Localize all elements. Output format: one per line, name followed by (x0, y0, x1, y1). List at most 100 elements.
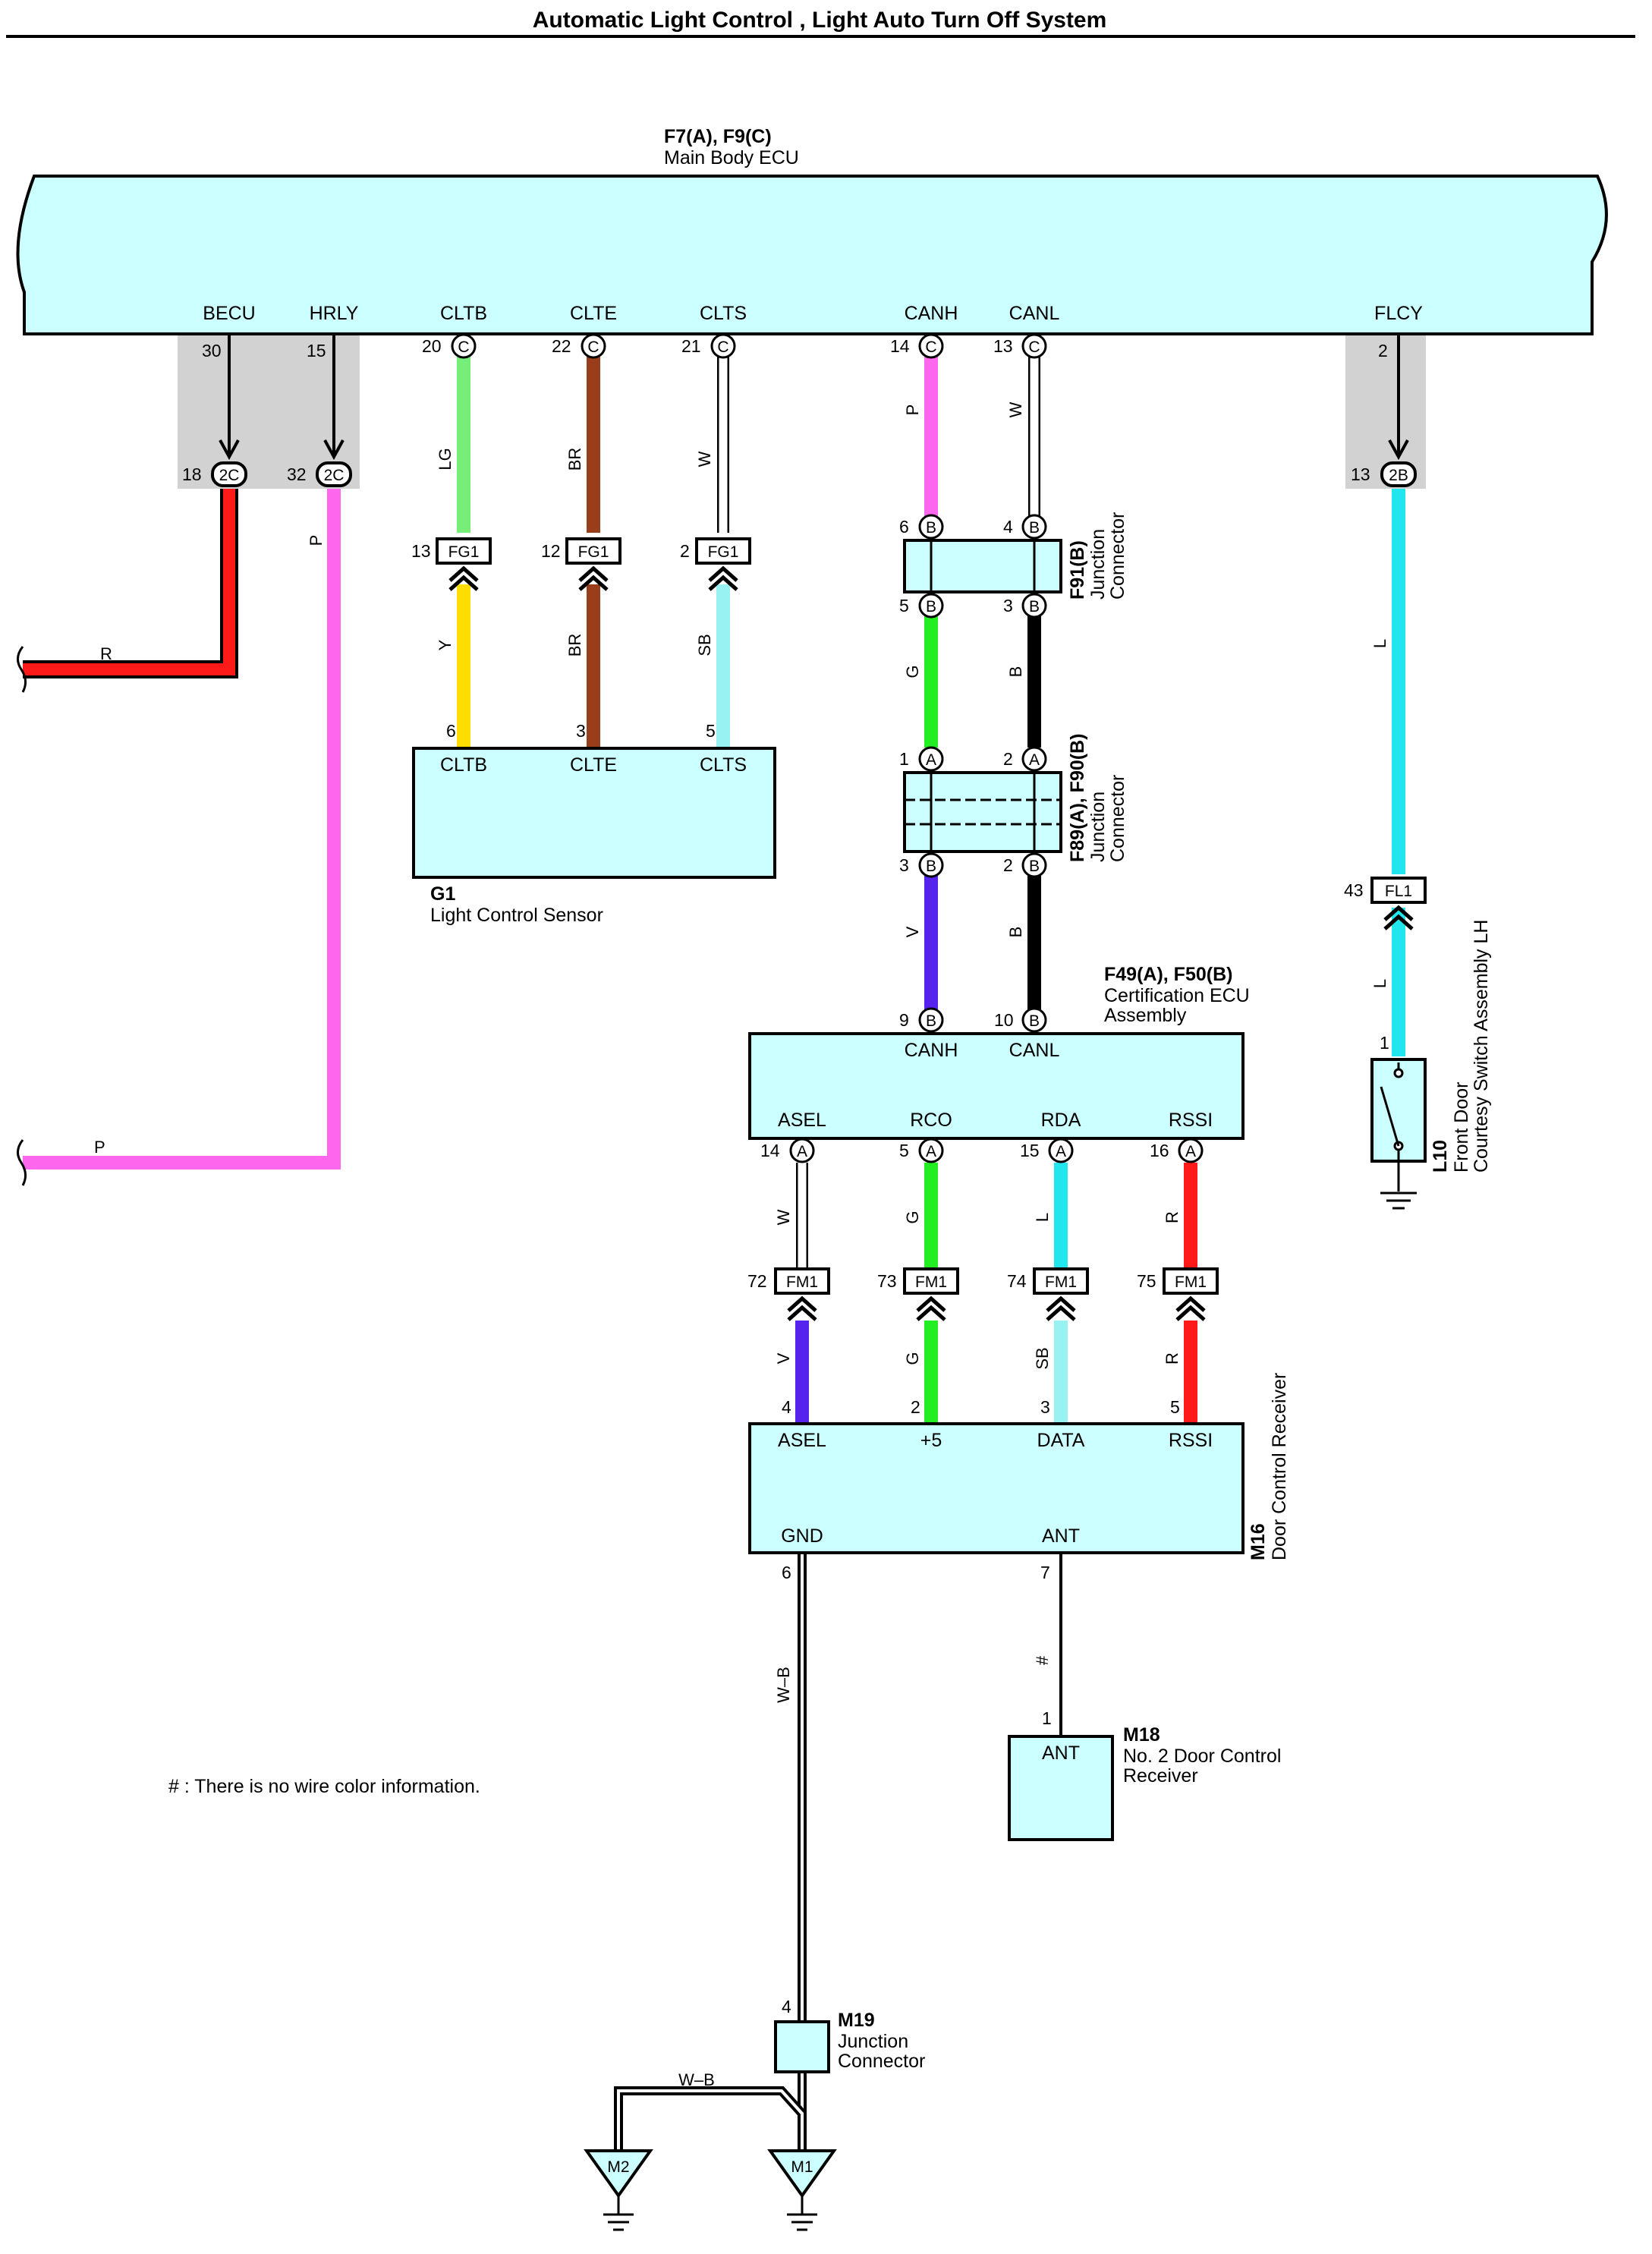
svg-text:W–B: W–B (774, 1667, 793, 1703)
svg-text:73: 73 (877, 1271, 897, 1291)
svg-text:G: G (903, 1210, 922, 1223)
svg-text:FM1: FM1 (1175, 1273, 1207, 1291)
svg-text:14: 14 (890, 336, 910, 356)
svg-text:M19: M19 (838, 2010, 875, 2031)
svg-text:Connector: Connector (838, 2051, 925, 2072)
cert-ecu-name: Certification ECU (1104, 985, 1250, 1006)
svg-text:CANH: CANH (905, 1040, 958, 1061)
svg-text:Junction: Junction (838, 2031, 908, 2052)
ecu-circle-connectors: C 20 C 22 C 21 C 14 C 13 (422, 333, 1047, 359)
connector-2b (1380, 461, 1417, 487)
svg-text:L: L (1370, 639, 1389, 648)
svg-text:Y: Y (436, 639, 455, 650)
svg-text:V: V (774, 1352, 793, 1364)
svg-text:C: C (587, 338, 599, 356)
ecu-pin-canh: CANH (905, 303, 958, 324)
door-control-receiver-box (748, 1422, 1245, 1554)
wire-break-mark (17, 1139, 27, 1186)
f89-junction-connector: A 1 A 2 B 3 B 2 F89(A), F90(B) Junction … (899, 734, 1128, 878)
svg-text:13: 13 (411, 541, 431, 561)
svg-text:3: 3 (1040, 1397, 1050, 1417)
wire-color-hrly: P (94, 1138, 105, 1157)
ecu-pin-becu: BECU (203, 303, 255, 324)
ecu-pin-canl: CANL (1009, 303, 1060, 324)
svg-text:No. 2 Door Control: No. 2 Door Control (1123, 1746, 1281, 1767)
svg-text:2: 2 (911, 1397, 920, 1417)
svg-text:FG1: FG1 (448, 543, 480, 561)
svg-text:RCO: RCO (910, 1110, 952, 1131)
svg-text:22: 22 (552, 336, 571, 356)
g1-pin-cltb: CLTB (440, 754, 487, 776)
svg-text:DATA: DATA (1037, 1430, 1085, 1451)
svg-text:B: B (1029, 858, 1040, 875)
svg-text:74: 74 (1007, 1271, 1027, 1291)
svg-text:SB: SB (695, 634, 714, 656)
svg-text:6: 6 (899, 517, 909, 537)
svg-text:B: B (926, 858, 936, 875)
svg-text:2: 2 (1003, 749, 1013, 769)
svg-text:RDA: RDA (1041, 1110, 1081, 1131)
svg-text:43: 43 (1344, 880, 1364, 900)
m16-name: Door Control Receiver (1269, 1373, 1290, 1560)
ground-symbol-icon (1380, 1192, 1417, 1210)
pin-num: 6 (446, 721, 456, 741)
main-ecu-name: Main Body ECU (664, 147, 799, 168)
svg-text:B: B (1006, 927, 1025, 938)
pin-num: 18 (182, 464, 202, 484)
m19-junction-connector: 4 M19 Junction Connector (774, 1997, 925, 2073)
svg-text:B: B (1029, 519, 1040, 537)
svg-text:P: P (307, 535, 326, 546)
svg-text:6: 6 (782, 1563, 791, 1582)
ecu-pin-clte: CLTE (570, 303, 617, 324)
pin-num: 2 (1378, 341, 1388, 360)
ground-point-m1: M1 (767, 2149, 837, 2231)
svg-text:72: 72 (747, 1271, 767, 1291)
svg-text:1: 1 (1042, 1708, 1052, 1728)
pin-num: 32 (287, 464, 307, 484)
svg-text:M1: M1 (791, 2158, 813, 2176)
svg-text:B: B (926, 519, 936, 537)
svg-text:3: 3 (899, 855, 909, 875)
svg-text:Courtesy Switch Assembly LH: Courtesy Switch Assembly LH (1471, 920, 1492, 1173)
svg-text:C: C (925, 338, 936, 356)
svg-text:+5: +5 (920, 1430, 942, 1451)
svg-text:9: 9 (899, 1010, 909, 1030)
svg-text:Connector: Connector (1107, 775, 1128, 862)
svg-text:L: L (1033, 1213, 1052, 1222)
svg-text:A: A (926, 751, 936, 769)
svg-text:A: A (926, 1143, 936, 1160)
wires (23, 357, 1405, 2149)
svg-text:L10: L10 (1430, 1140, 1451, 1173)
svg-text:F89(A), F90(B): F89(A), F90(B) (1067, 734, 1088, 862)
svg-text:W: W (1006, 401, 1025, 417)
svg-text:C: C (1028, 338, 1040, 356)
cert-ecu-name-2: Assembly (1104, 1005, 1187, 1026)
svg-text:21: 21 (681, 336, 701, 356)
certification-ecu-box (748, 1032, 1245, 1140)
junction-block-2b (1345, 335, 1426, 489)
connector-2c (211, 461, 247, 487)
g1-code: G1 (430, 883, 455, 905)
svg-text:2: 2 (1003, 855, 1013, 875)
svg-text:FM1: FM1 (915, 1273, 947, 1291)
svg-text:5: 5 (899, 1141, 909, 1160)
wire-break-mark (17, 646, 27, 693)
ecu-pin-clts: CLTS (700, 303, 747, 324)
no2-door-control-receiver: 1 ANT M18 No. 2 Door Control Receiver (1008, 1708, 1281, 1841)
svg-text:FG1: FG1 (578, 543, 609, 561)
svg-text:ANT: ANT (1042, 1742, 1080, 1764)
svg-text:RSSI: RSSI (1169, 1430, 1213, 1451)
svg-text:5: 5 (1170, 1397, 1180, 1417)
f91-junction-connector: B 6 B 4 B 5 B 3 F91(B) Junction Connecto… (899, 512, 1128, 619)
pin-num: 15 (307, 341, 326, 360)
svg-text:G: G (903, 1352, 922, 1365)
svg-text:R: R (1163, 1211, 1182, 1223)
main-ecu-code: F7(A), F9(C) (664, 126, 772, 147)
ecu-pin-cltb: CLTB (440, 303, 487, 324)
svg-text:4: 4 (782, 1397, 791, 1417)
connector-code: 2B (1389, 467, 1408, 484)
svg-text:5: 5 (899, 596, 909, 615)
svg-text:1: 1 (1380, 1033, 1389, 1053)
svg-text:7: 7 (1040, 1563, 1050, 1582)
g1-pin-clte: CLTE (570, 754, 617, 776)
